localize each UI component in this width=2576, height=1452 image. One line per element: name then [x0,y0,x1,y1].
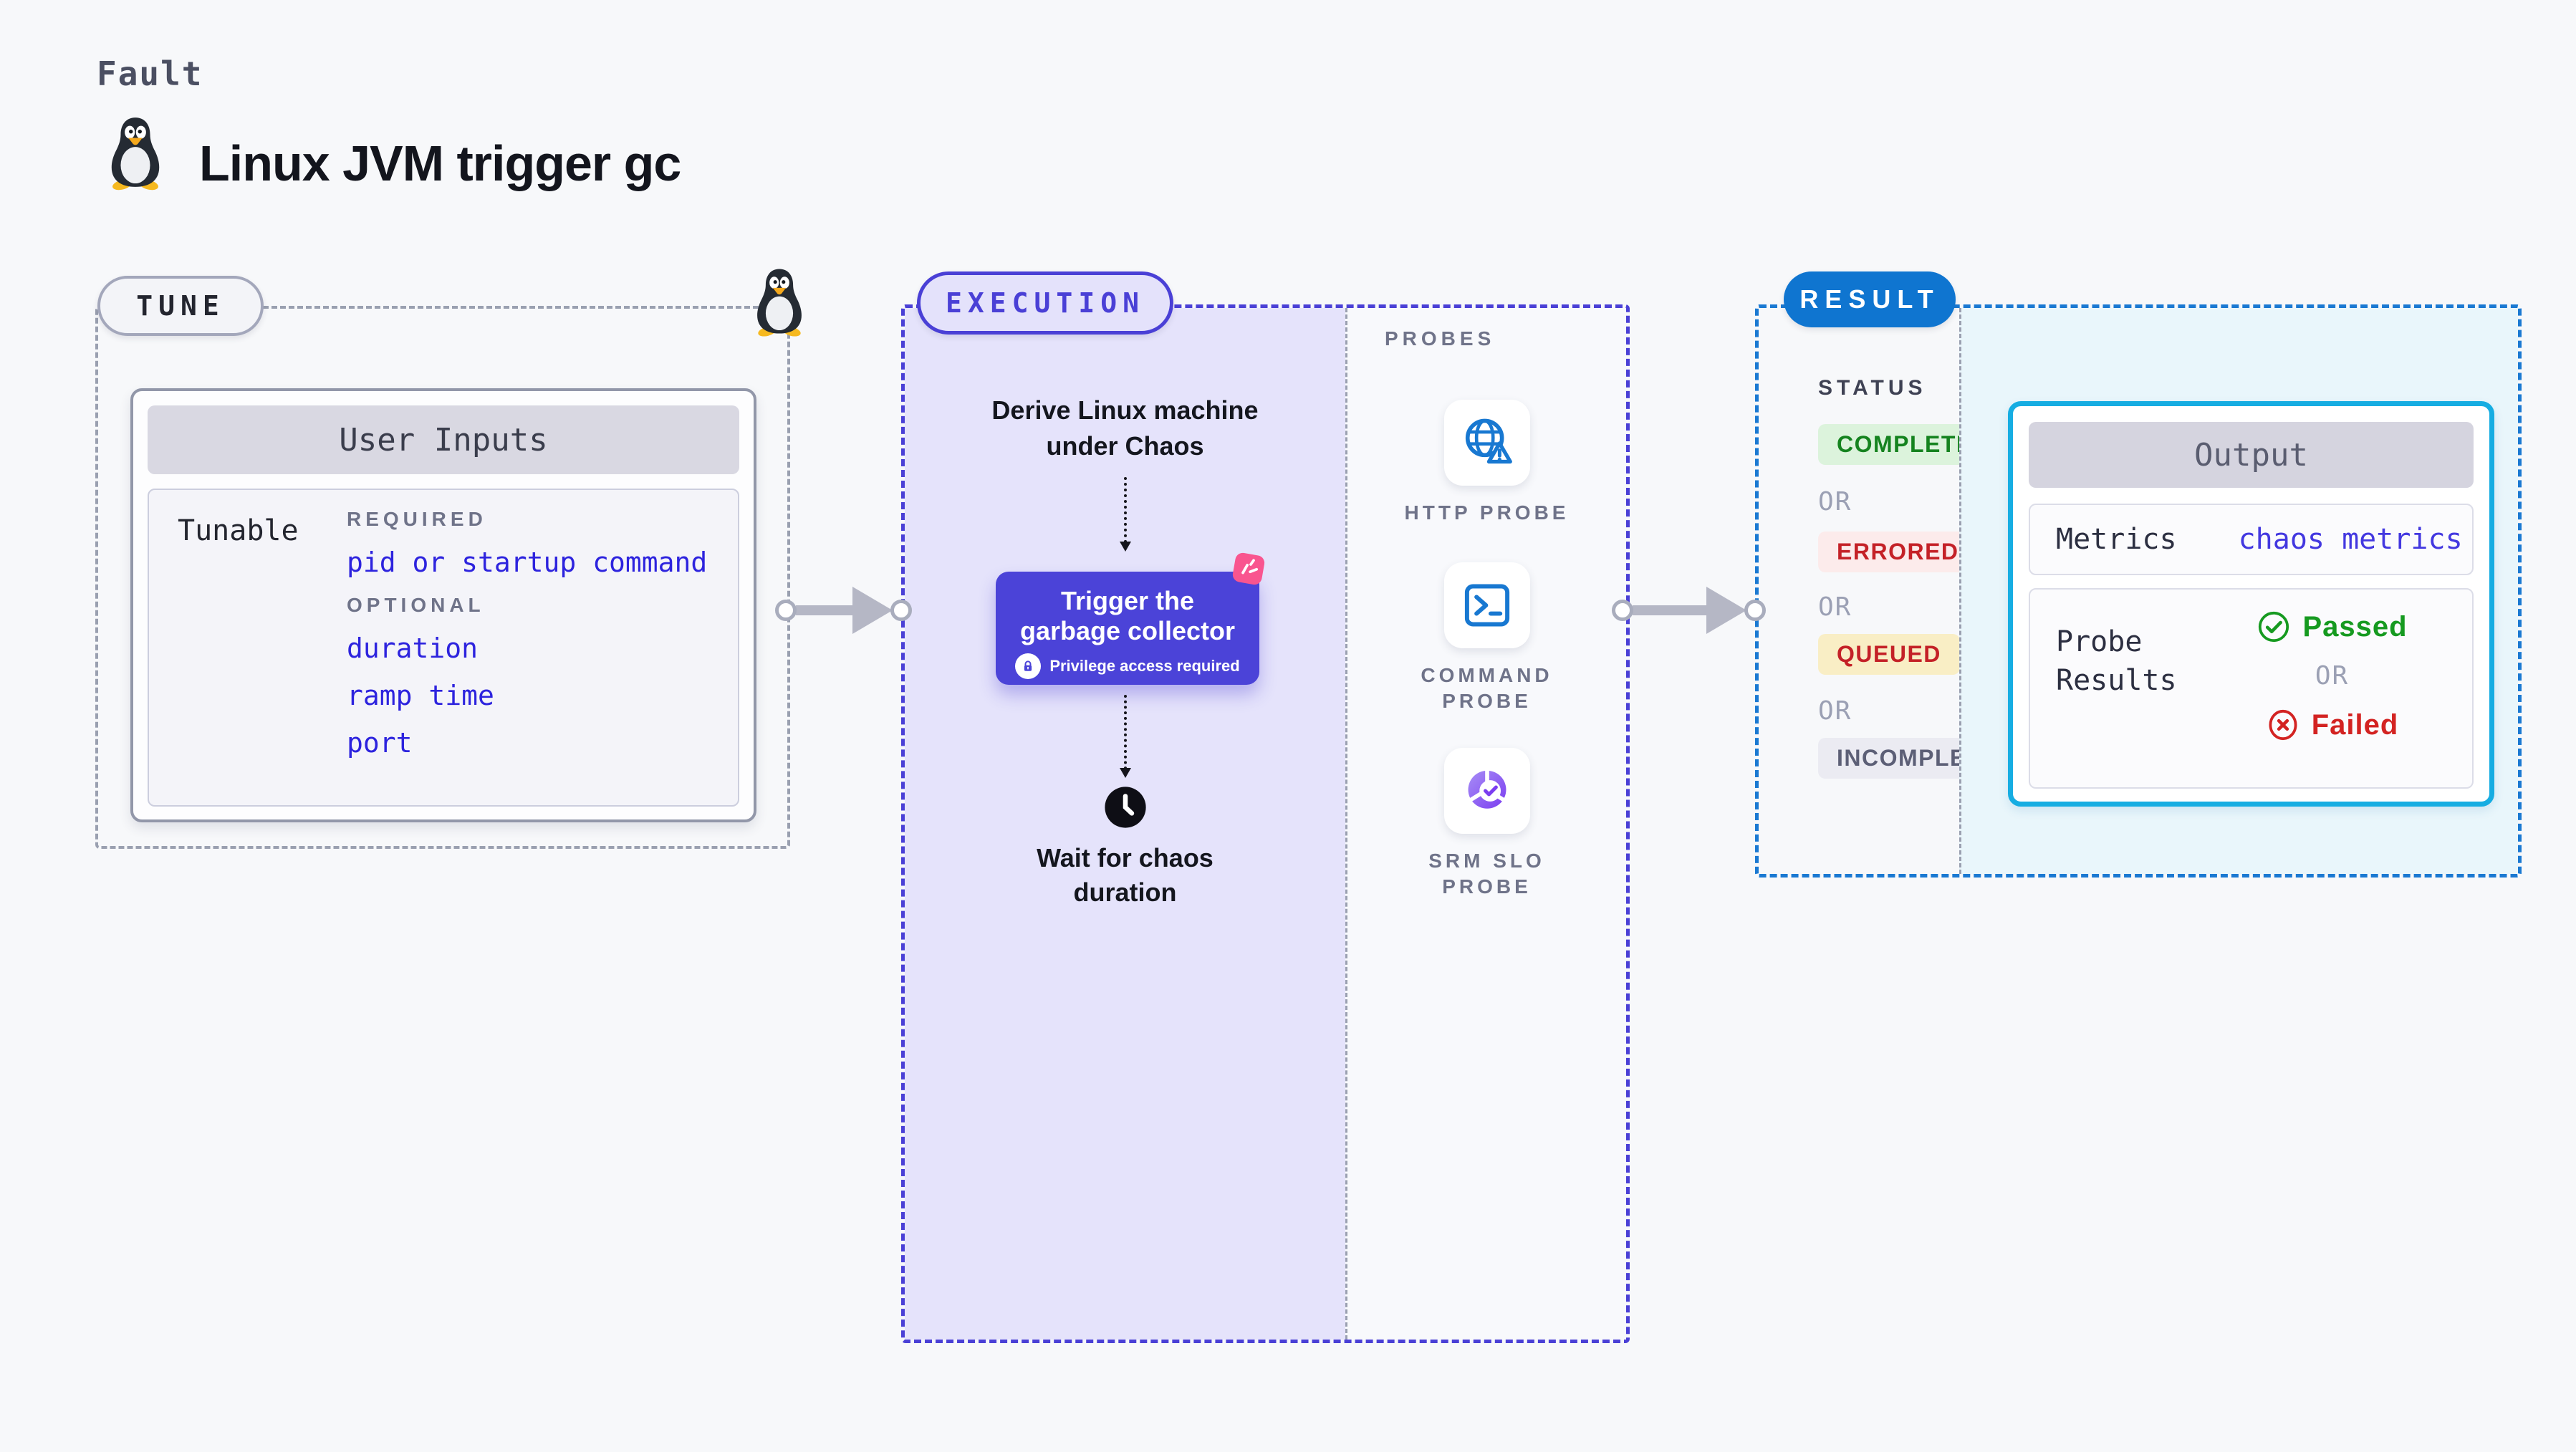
tunable-panel: Tunable REQUIRED pid or startup command … [148,489,739,807]
param-link-ramp-time[interactable]: ramp time [347,680,494,711]
param-link-pid[interactable]: pid or startup command [347,547,708,578]
srm-slo-probe-card [1443,748,1530,834]
output-card: Output Metrics chaos metrics Probe Resul… [2008,401,2494,807]
dotted-arrow-down-icon [1120,695,1131,778]
probe-results-label: Probe Results [2056,625,2177,697]
tune-badge: TUNE [97,276,264,336]
connector-dot [775,600,797,621]
passed-row: Passed [2257,610,2407,644]
dotted-arrow-down-icon [1120,477,1131,552]
probe-results-values: Passed OR Failed [2209,610,2455,742]
output-column: Output Metrics chaos metrics Probe Resul… [1959,308,2518,874]
terminal-icon [1464,584,1509,627]
tune-section [95,306,790,849]
failed-row: Failed [2266,708,2399,742]
probe-entry-srm-slo: SRM SLO PROBE [1347,748,1626,900]
output-title: Output [2029,422,2474,488]
tux-penguin-icon [111,117,160,191]
arrow-head-icon [1706,587,1746,634]
derive-machine-label: Derive Linux machine under Chaos [991,395,1259,461]
execution-flow-area: Derive Linux machine under Chaos Trigger… [905,308,1345,1340]
failed-label: Failed [2311,708,2399,741]
page-title: Linux JVM trigger gc [199,135,681,191]
tunable-params: REQUIRED pid or startup command OPTIONAL… [347,507,707,759]
derive-machine-text: Derive Linux machine under Chaos [905,393,1345,464]
lock-icon [1015,653,1042,679]
connector-dot [890,600,912,621]
chaos-experiment-icon [1232,552,1265,585]
or-label: OR [2315,661,2350,691]
probe-name: COMMAND PROBE [1421,664,1553,712]
fault-kicker: Fault [97,54,203,93]
slo-donut-icon [1467,767,1506,809]
privilege-note: Privilege access required [1049,657,1240,675]
status-label: STATUS [1818,376,1927,400]
probes-label: PROBES [1385,327,1496,350]
required-label: REQUIRED [347,508,487,530]
execution-badge: EXECUTION [917,271,1173,335]
result-badge: RESULT [1784,271,1956,327]
http-probe-card [1443,400,1530,486]
clock-icon [1105,787,1146,828]
connector-dot [1612,600,1633,621]
chaos-metrics-link[interactable]: chaos metrics [2238,523,2463,556]
execution-section: Derive Linux machine under Chaos Trigger… [901,304,1630,1343]
tux-penguin-icon-small [757,269,802,337]
probe-name: SRM SLO PROBE [1428,850,1545,898]
wait-duration-text: Wait for chaos duration [905,841,1345,910]
passed-label: Passed [2302,610,2408,643]
trigger-gc-title: Trigger the garbage collector [1019,586,1236,645]
probe-entry-command: COMMAND PROBE [1347,562,1626,714]
user-inputs-title: User Inputs [148,405,739,474]
arrow-line [1633,605,1709,615]
optional-label: OPTIONAL [347,594,485,616]
check-circle-icon [2259,611,2289,643]
connector-dot [1744,600,1766,621]
status-column: STATUS COMPLETED OR ERRORED OR QUEUED OR… [1759,308,2034,874]
globe-alert-icon [1465,418,1512,464]
privilege-row: Privilege access required [996,653,1259,679]
or-label: OR [1818,696,1852,726]
tunable-label: Tunable [178,514,299,547]
trigger-gc-node: Trigger the garbage collector Privilege … [996,572,1259,685]
status-badge-queued: QUEUED [1818,634,1960,675]
probe-entry-http: HTTP PROBE [1347,400,1626,526]
result-section: STATUS COMPLETED OR ERRORED OR QUEUED OR… [1755,304,2522,878]
or-label: OR [1818,487,1852,516]
probe-name: HTTP PROBE [1404,501,1570,524]
param-link-duration[interactable]: duration [347,633,479,664]
wait-duration-label: Wait for chaos duration [1037,843,1213,907]
probe-results-row: Probe Results Passed OR [2029,588,2474,789]
arrow-head-icon [852,587,893,634]
probes-panel: PROBES HTTP PROBE [1345,308,1626,1340]
x-circle-icon [2269,709,2297,741]
arrow-line [796,605,855,615]
status-badge-errored: ERRORED [1818,532,1978,572]
user-inputs-card: User Inputs Tunable REQUIRED pid or star… [130,388,756,822]
metrics-row: Metrics chaos metrics [2029,504,2474,575]
metrics-label: Metrics [2056,523,2177,556]
command-probe-card [1443,562,1530,648]
or-label: OR [1818,592,1852,622]
param-link-port[interactable]: port [347,727,413,759]
